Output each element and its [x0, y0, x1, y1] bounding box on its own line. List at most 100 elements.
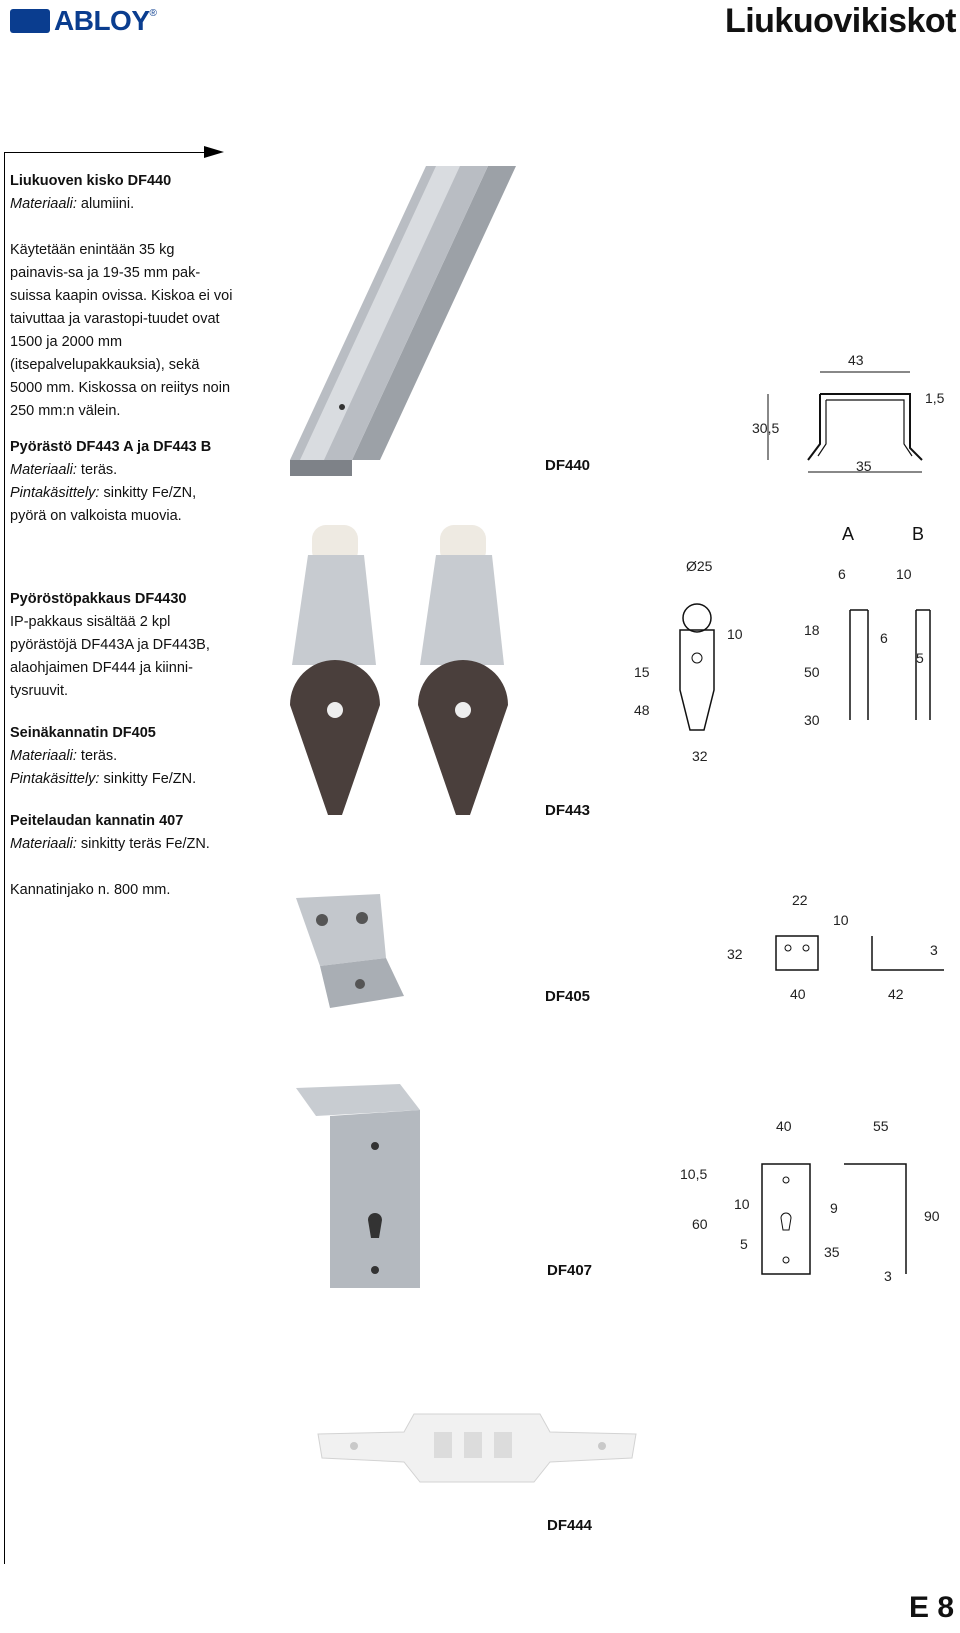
rail-profile-drawing [767, 371, 923, 473]
dim-5: 5 [740, 1236, 748, 1252]
page-title: Liukuovikiskot [724, 2, 957, 40]
profile-outline [807, 393, 923, 461]
dim-10: 10 [833, 912, 849, 928]
roller-drawing [679, 603, 931, 731]
section-df4430: Pyöröstöpakkaus DF4430 IP-pakkaus sisält… [10, 588, 235, 703]
plate-a-screw [327, 702, 343, 718]
bracket-side-view [871, 936, 944, 971]
product-label-df405: DF405 [545, 988, 591, 1005]
dim-5: 5 [916, 650, 924, 666]
material-line: Materiaali: teräs. [10, 462, 118, 478]
wall-bracket-drawing [775, 935, 944, 971]
wall-bracket-illustration [296, 894, 404, 1008]
section-body: IP-pakkaus sisältää 2 kpl pyörästöjä DF4… [10, 614, 210, 699]
bracket-hole-left [784, 944, 792, 952]
dim-thickness: 1,5 [925, 390, 945, 406]
rail-hole [339, 404, 345, 410]
variant-a-label: A [842, 524, 855, 544]
guide-hole-right [598, 1442, 606, 1450]
rail-top-face [352, 166, 516, 460]
dim-32: 32 [692, 748, 708, 764]
dim-55: 55 [873, 1118, 889, 1134]
bracket-side-view [844, 1163, 907, 1274]
profile-inner [817, 399, 913, 457]
bracket-top [296, 1084, 420, 1116]
product-label-df440: DF440 [545, 457, 591, 474]
guide-hole-left [350, 1442, 358, 1450]
dim-9: 9 [830, 1200, 838, 1216]
section-extra: Kannatinjako n. 800 mm. [10, 882, 171, 898]
profile-a [849, 609, 869, 720]
plate-b [418, 660, 508, 815]
dim-diameter: Ø25 [686, 558, 713, 574]
dim-18: 18 [804, 622, 820, 638]
bracket-b [420, 555, 504, 665]
front-hole-bottom [782, 1256, 790, 1264]
section-heading: Pyörästö DF443 A ja DF443 B [10, 439, 212, 455]
dim-width: 43 [848, 352, 864, 368]
dim-10-5: 10,5 [680, 1166, 708, 1182]
keyhole-icon [368, 1213, 382, 1238]
dim-10: 10 [727, 626, 743, 642]
cover-board-bracket-illustration [296, 1084, 420, 1288]
roller-illustration [290, 525, 508, 815]
bracket-hole-bottom [371, 1266, 379, 1274]
section-heading: Pyöröstöpakkaus DF4430 [10, 591, 187, 607]
section-df443: Pyörästö DF443 A ja DF443 B Materiaali: … [10, 436, 235, 528]
bracket-hole-right [802, 944, 810, 952]
material-line: Materiaali: teräs. [10, 748, 118, 764]
dim-90: 90 [924, 1208, 940, 1224]
rail-illustration [290, 166, 516, 476]
product-label-df443: DF443 [545, 802, 591, 819]
bracket-front-view [775, 935, 819, 971]
dim-32: 32 [727, 946, 743, 962]
cover-board-bracket-drawing [761, 1163, 907, 1275]
bracket-hole-1 [316, 914, 328, 926]
bracket-front-view [761, 1163, 811, 1275]
registered-mark: ® [149, 8, 157, 19]
guide-slot-1 [434, 1432, 452, 1458]
roller-axle [691, 652, 703, 664]
dim-30: 30 [804, 712, 820, 728]
bracket-plate [330, 1110, 420, 1288]
dim-35: 35 [824, 1244, 840, 1260]
section-df407: Peitelaudan kannatin 407 Materiaali: sin… [10, 810, 235, 902]
rail-end-face [290, 460, 352, 476]
section-body: Käytetään enintään 35 kg painavis-sa ja … [10, 242, 233, 419]
section-df440: Liukuoven kisko DF440 Materiaali: alumii… [10, 170, 235, 423]
guide-slot-2 [464, 1432, 482, 1458]
dim-3: 3 [930, 942, 938, 958]
lower-guide-illustration [317, 1413, 637, 1483]
material-line: Materiaali: alumiini. [10, 196, 135, 212]
abloy-logo: ABLOY ® [10, 6, 157, 36]
roller-body [679, 629, 715, 731]
profile-b [915, 609, 931, 720]
section-heading: Seinäkannatin DF405 [10, 725, 156, 741]
dim-3: 3 [884, 1268, 892, 1284]
bracket-hole-2 [356, 912, 368, 924]
dim-a-top: 6 [838, 566, 846, 582]
section-extra: pyörä on valkoista muovia. [10, 508, 182, 524]
product-label-df444: DF444 [547, 1517, 593, 1534]
dim-15: 15 [634, 664, 650, 680]
front-keyhole [780, 1212, 792, 1231]
treatment-line: Pintakäsittely: sinkitty Fe/ZN, [10, 485, 197, 501]
abloy-logo-mark [10, 9, 50, 33]
dim-40: 40 [776, 1118, 792, 1134]
plate-a [290, 660, 380, 815]
frame-arrow-icon [204, 146, 224, 158]
guide-slot-3 [494, 1432, 512, 1458]
frame-left-rule [4, 152, 5, 1564]
frame-top-rule [4, 152, 212, 153]
bracket-hole-3 [355, 979, 365, 989]
treatment-line: Pintakäsittely: sinkitty Fe/ZN. [10, 771, 197, 787]
section-df405: Seinäkannatin DF405 Materiaali: teräs. P… [10, 722, 235, 791]
page-number: E 8 [908, 1591, 954, 1624]
section-heading: Peitelaudan kannatin 407 [10, 813, 184, 829]
roller-wheel [682, 603, 712, 633]
product-label-df407: DF407 [547, 1262, 593, 1279]
bracket-hole-top [371, 1142, 379, 1150]
bracket-a [292, 555, 376, 665]
dim-height: 30,5 [752, 420, 780, 436]
dim-60: 60 [692, 1216, 708, 1232]
